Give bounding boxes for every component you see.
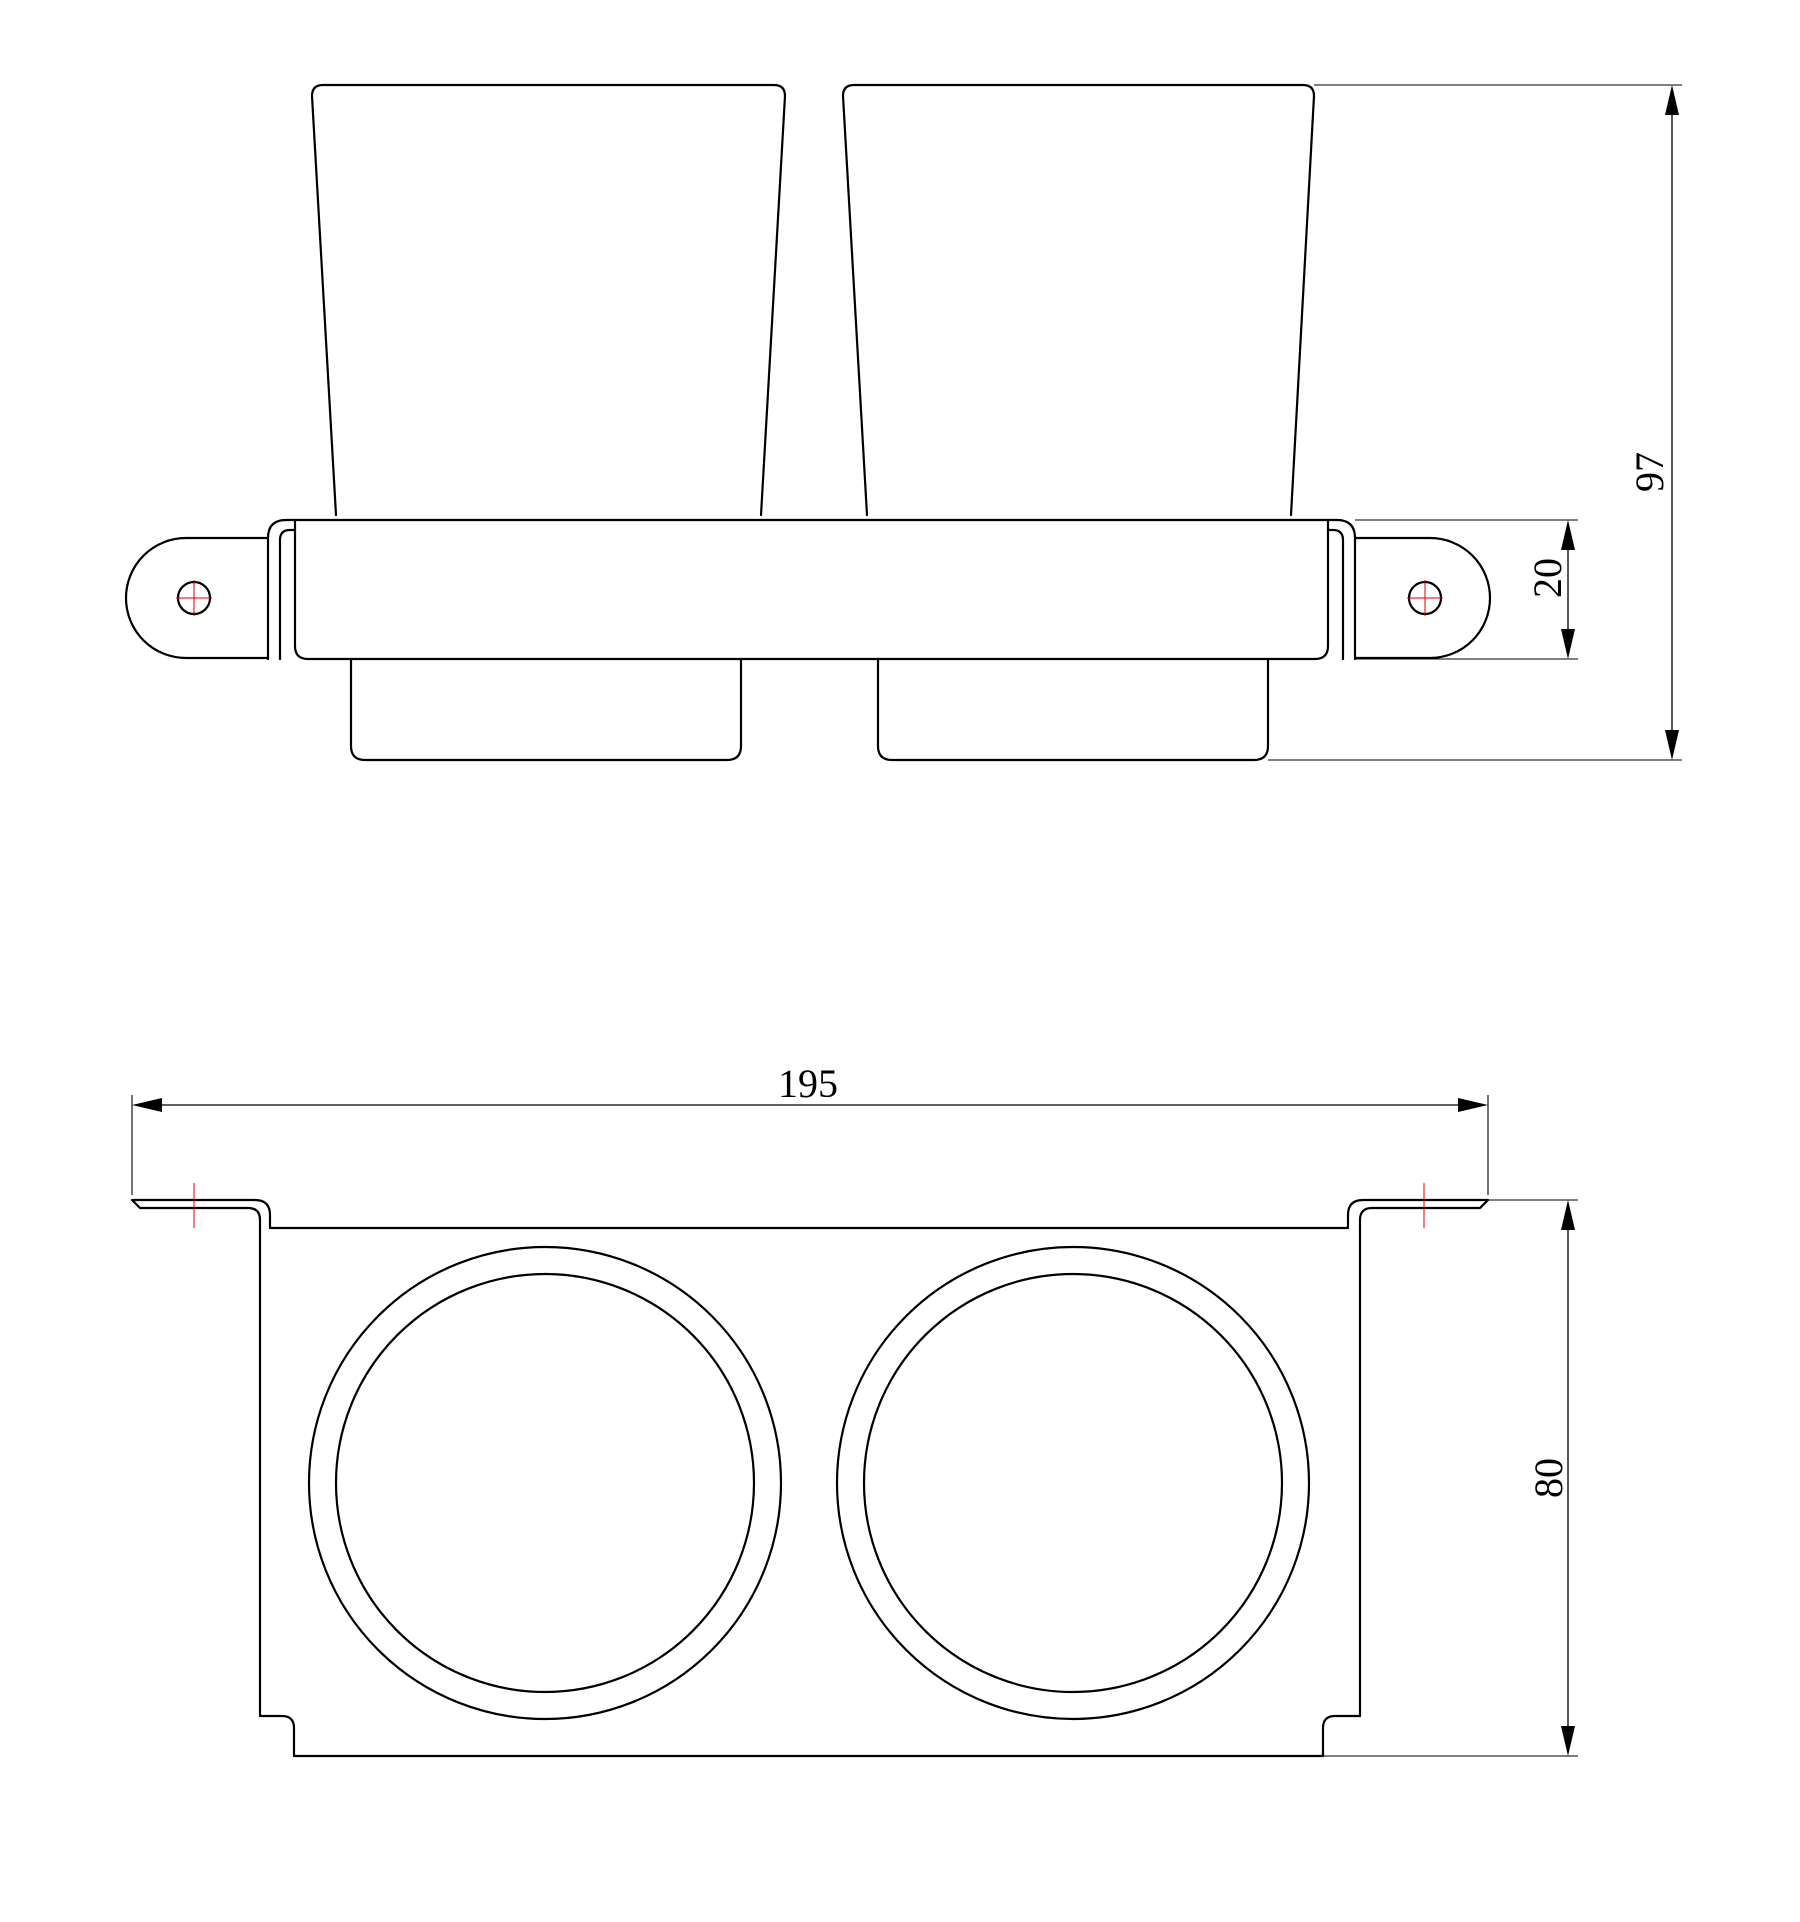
left-cup-ring-outer <box>307 1245 783 1721</box>
shelf-body <box>293 518 1330 661</box>
left-glass-lower <box>349 657 743 762</box>
dimension-width-total: 195 <box>131 1061 1489 1195</box>
left-hole-centerline <box>176 580 212 616</box>
front-view: 97 20 <box>124 83 1682 762</box>
left-mount-plate <box>124 536 270 660</box>
dimension-height-total: 97 <box>1268 84 1682 761</box>
top-plate-outline <box>130 1198 1490 1230</box>
left-cup-ring-inner <box>334 1272 756 1694</box>
left-glass-upper <box>310 83 787 517</box>
right-cup-ring-inner <box>862 1272 1284 1694</box>
top-view: 195 80 <box>130 1061 1578 1758</box>
dimension-label-195: 195 <box>778 1061 838 1106</box>
dimension-label-20: 20 <box>1525 558 1570 598</box>
dimension-label-80: 80 <box>1526 1458 1571 1498</box>
right-cup-ring-outer <box>835 1245 1311 1721</box>
right-glass-lower <box>876 657 1270 762</box>
top-plate-body <box>258 1226 1362 1758</box>
right-bracket <box>1326 518 1357 661</box>
right-hole-centerline <box>1407 580 1443 616</box>
dimension-depth: 80 <box>1323 1199 1578 1757</box>
dimension-label-97: 97 <box>1627 452 1672 492</box>
right-mount-plate <box>1353 536 1492 660</box>
right-glass-upper <box>841 83 1316 517</box>
left-bracket <box>266 518 297 661</box>
dimension-shelf-height: 20 <box>1355 519 1578 660</box>
